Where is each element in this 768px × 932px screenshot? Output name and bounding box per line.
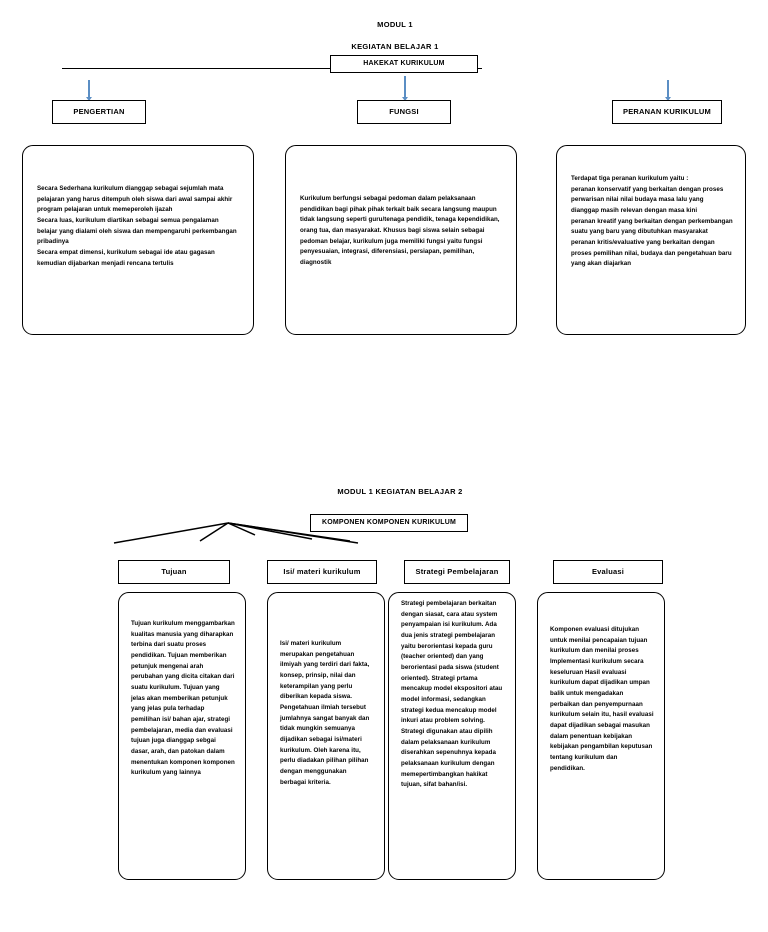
section1-heading-modul: MODUL 1 [377,20,413,29]
label-box-fungsi: FUNGSI [357,100,451,124]
section2-heading: MODUL 1 KEGIATAN BELAJAR 2 [337,487,463,496]
section1-heading-kegiatan: KEGIATAN BELAJAR 1 [351,42,439,51]
arrow-to-fungsi [402,76,408,101]
label-pengertian: PENGERTIAN [73,106,125,116]
arrow-to-pengertian [86,80,92,101]
content-text-tujuan: Tujuan kurikulum menggambarkan kualitas … [131,620,235,777]
label-peranan-kurikulum: PERANAN KURIKULUM [623,106,711,116]
section2-fan-lines [113,522,359,544]
content-box-evaluasi: Komponen evaluasi ditujukan untuk menila… [537,592,665,880]
content-text-pengertian: Secara Sederhana kurikulum dianggap seba… [37,185,237,267]
content-text-strategi-pembelajaran: Strategi pembelajaran berkaitan dengan s… [401,600,503,789]
label-evaluasi: Evaluasi [591,566,625,576]
section1-topic-label: HAKEKAT KURIKULUM [363,60,445,68]
section1-trunk-line [62,68,482,70]
label-tujuan: Tujuan [161,566,187,576]
arrow-to-peranan-kurikulum [665,80,671,101]
label-box-isi-materi-kurikulum: Isi/ materi kurikulum [267,560,377,584]
content-box-fungsi: Kurikulum berfungsi sebagai pedoman dala… [285,145,517,335]
label-box-peranan-kurikulum: PERANAN KURIKULUM [612,100,722,124]
label-box-strategi-pembelajaran: Strategi Pembelajaran [404,560,510,584]
label-strategi-pembelajaran: Strategi Pembelajaran [415,566,499,576]
label-isi-materi-kurikulum: Isi/ materi kurikulum [283,566,361,576]
label-box-evaluasi: Evaluasi [553,560,663,584]
content-box-peranan-kurikulum: Terdapat tiga peranan kurikulum yaitu : … [556,145,746,335]
content-box-pengertian: Secara Sederhana kurikulum dianggap seba… [22,145,254,335]
content-text-fungsi: Kurikulum berfungsi sebagai pedoman dala… [300,195,500,266]
content-box-isi-materi-kurikulum: Isi/ materi kurikulum merupakan pengetah… [267,592,385,880]
label-fungsi: FUNGSI [389,106,419,116]
content-text-peranan-kurikulum: Terdapat tiga peranan kurikulum yaitu : … [571,175,733,268]
content-box-strategi-pembelajaran: Strategi pembelajaran berkaitan dengan s… [388,592,516,880]
section2-topic-label: KOMPONEN KOMPONEN KURIKULUM [321,519,457,527]
section1-topic-box: HAKEKAT KURIKULUM [330,55,478,73]
label-box-tujuan: Tujuan [118,560,230,584]
content-box-tujuan: Tujuan kurikulum menggambarkan kualitas … [118,592,246,880]
content-text-evaluasi: Komponen evaluasi ditujukan untuk menila… [550,626,654,772]
section2-topic-box: KOMPONEN KOMPONEN KURIKULUM [310,514,468,532]
label-box-pengertian: PENGERTIAN [52,100,146,124]
content-text-isi-materi-kurikulum: Isi/ materi kurikulum merupakan pengetah… [280,640,370,786]
